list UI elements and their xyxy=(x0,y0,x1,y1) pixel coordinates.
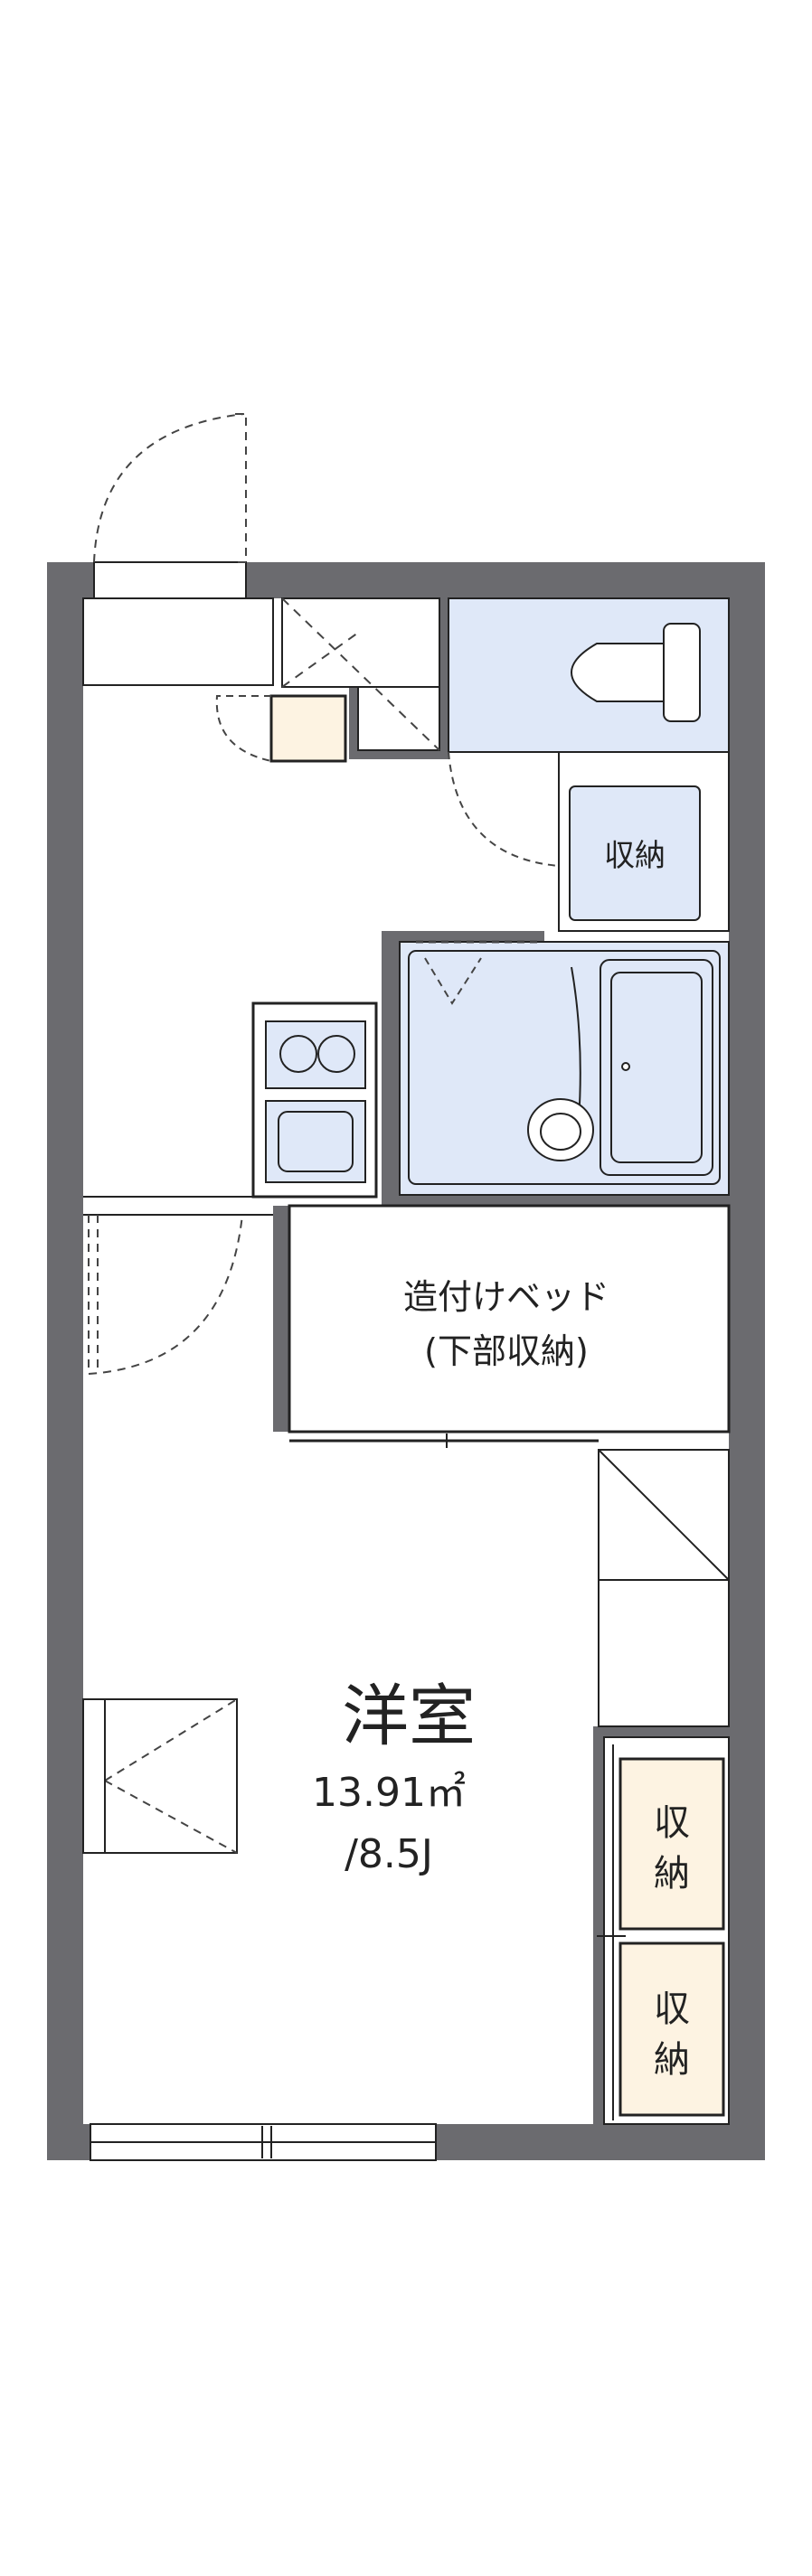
closet-lower-2-char2: 納 xyxy=(654,2039,690,2081)
toilet-tank xyxy=(663,623,701,722)
room-tatami: /8.5J xyxy=(345,1831,433,1877)
built-in-bed: 造付けベッド (下部収納) xyxy=(288,1204,731,1448)
wall-bottom-left xyxy=(47,2124,90,2160)
partition-shoe-left xyxy=(349,687,358,759)
window-left-frame xyxy=(82,1698,238,1854)
bathtub-inner xyxy=(610,972,703,1163)
entrance xyxy=(82,413,274,686)
partition-bath-top xyxy=(382,931,544,942)
main-room: 洋室 13.91㎡ /8.5J xyxy=(312,1678,476,1877)
burner-left xyxy=(279,1035,317,1073)
closet-lower-1-char2: 納 xyxy=(654,1853,690,1894)
outer-walls xyxy=(47,562,765,2160)
bath-curtain xyxy=(571,966,581,1122)
bed-label-line2: (下部収納) xyxy=(424,1331,589,1371)
ladder-area xyxy=(598,1449,730,1727)
bath-drain xyxy=(621,1062,630,1071)
room-window-left xyxy=(82,1698,238,1854)
room-door-swing xyxy=(88,1214,243,1376)
shoe-storage xyxy=(281,597,440,751)
kitchen xyxy=(83,1001,378,1199)
balcony-window xyxy=(90,2123,437,2161)
wall-bottom-right xyxy=(436,2124,765,2160)
partition-shoe-bottom xyxy=(358,750,448,759)
toilet-room xyxy=(448,597,730,868)
closet-lower-1-char1: 収 xyxy=(654,1802,690,1844)
utility-box xyxy=(269,694,347,763)
wall-top-right xyxy=(246,562,765,598)
window-left-diag-2 xyxy=(104,1780,238,1854)
kitchen-sink-basin xyxy=(278,1111,354,1172)
room-area: 13.91㎡ xyxy=(312,1770,466,1816)
ladder-lower xyxy=(598,1579,730,1727)
shoe-storage-diagonal-1 xyxy=(281,597,440,751)
utility-door-swing xyxy=(215,695,272,762)
wall-right xyxy=(729,562,765,2160)
closet-lower-2-box xyxy=(618,1941,725,2117)
lower-closets: 収 納 収 納 xyxy=(597,1736,730,2125)
entry-door-swing xyxy=(93,413,245,563)
unit-bath xyxy=(399,940,730,1196)
closet-lower-2-char1: 収 xyxy=(654,1988,690,2030)
bath-door-swing xyxy=(424,957,482,1005)
partition-bath-bottom xyxy=(382,1195,729,1206)
interior-walls xyxy=(273,598,729,2124)
closet-upper-box xyxy=(569,785,701,921)
toilet-door-swing xyxy=(448,751,560,868)
washbasin-bowl xyxy=(540,1113,581,1151)
toilet-bowl xyxy=(571,643,665,702)
partition-bath-left xyxy=(382,931,400,1202)
shoe-storage-inner xyxy=(357,686,440,751)
closet-lower-1-box xyxy=(618,1757,725,1931)
room-name: 洋室 xyxy=(342,1678,476,1755)
room-door xyxy=(83,1214,273,1376)
ladder-diagonal xyxy=(598,1449,730,1581)
door-frame-top xyxy=(93,561,247,599)
upper-closet: 収納 xyxy=(558,751,730,932)
closet-upper-label: 収納 xyxy=(604,838,666,874)
bed-frame xyxy=(288,1204,731,1434)
shoe-storage-box xyxy=(281,597,440,688)
burner-right xyxy=(317,1035,355,1073)
partition-toilet-left xyxy=(439,598,448,759)
partition-closet-left xyxy=(593,1726,604,2124)
entry-step xyxy=(82,597,274,686)
entry-door-leaf xyxy=(235,413,247,563)
partition-bed-left xyxy=(273,1206,289,1432)
wall-left xyxy=(47,562,83,2160)
partition-closet-top xyxy=(593,1726,729,1737)
wall-top-left xyxy=(47,562,94,598)
bed-label-line1: 造付けベッド xyxy=(403,1277,609,1317)
window-left-diag-1 xyxy=(104,1698,238,1782)
